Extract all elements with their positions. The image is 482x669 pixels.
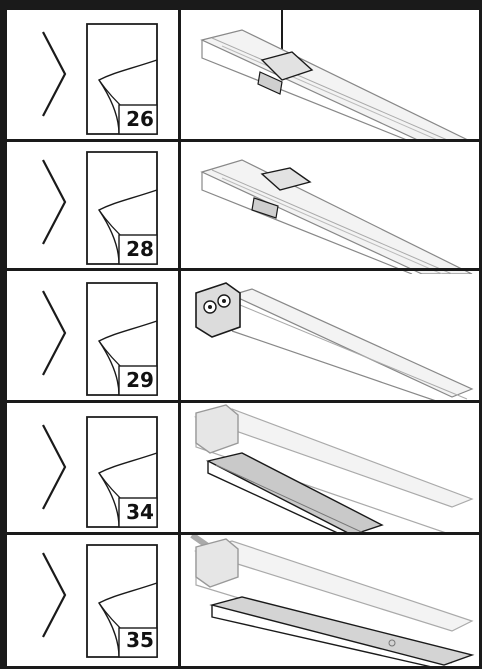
column-divider xyxy=(178,3,181,666)
chevron-icon xyxy=(42,552,67,638)
chevron-icon xyxy=(42,290,67,376)
illustration-track-clip-hanging xyxy=(182,10,479,142)
page-number: 28 xyxy=(126,237,154,261)
page-curl-icon xyxy=(86,416,158,528)
page-number: 29 xyxy=(126,368,154,392)
chevron-icon xyxy=(42,424,67,510)
row-divider xyxy=(7,532,479,535)
row-divider xyxy=(7,268,479,271)
illustration-track-diffuser-installed xyxy=(182,535,479,667)
page-number: 26 xyxy=(126,107,154,131)
step-row: 35 xyxy=(7,535,479,667)
row-divider xyxy=(7,400,479,403)
illustration-track-clip-mount xyxy=(182,142,479,274)
step-row: 34 xyxy=(7,403,479,535)
page-curl-icon xyxy=(86,544,158,658)
page-curl-icon xyxy=(86,151,158,265)
chevron-icon xyxy=(42,31,67,117)
chevron-icon xyxy=(42,159,67,245)
page-curl-icon xyxy=(86,282,158,396)
row-divider xyxy=(7,139,479,142)
step-row: 28 xyxy=(7,142,479,274)
left-border xyxy=(3,3,7,666)
page-number: 34 xyxy=(126,500,154,524)
illustration-track-end-connector xyxy=(182,271,479,403)
top-border xyxy=(3,3,479,10)
page-reference: 26 xyxy=(7,10,177,142)
page-reference: 34 xyxy=(7,403,177,535)
page-reference: 29 xyxy=(7,271,177,403)
page-reference: 35 xyxy=(7,535,177,667)
page-reference: 28 xyxy=(7,142,177,274)
step-row: 26 xyxy=(7,10,479,142)
page-number: 35 xyxy=(126,628,154,652)
step-row: 29 xyxy=(7,271,479,403)
illustration-track-diffuser-insert xyxy=(182,403,479,535)
page-curl-icon xyxy=(86,23,158,135)
